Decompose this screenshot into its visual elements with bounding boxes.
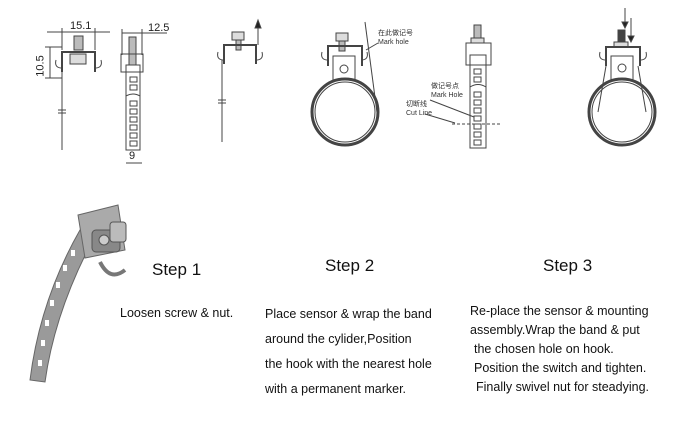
step-3-description: Re-place the sensor & mounting assembly.…	[470, 302, 649, 397]
band-marked-view	[424, 24, 500, 149]
cut-line-label-cn: 切断线	[406, 101, 427, 108]
step-1-description: Loosen screw & nut.	[120, 302, 233, 324]
band-on-cylinder-mark	[310, 21, 380, 147]
step-3-line: Re-place the sensor & mounting	[470, 304, 649, 318]
bracket-side-view	[45, 28, 110, 150]
dim-band-width: 9	[129, 150, 136, 162]
band-holes	[129, 76, 138, 147]
step-1-title: Step 1	[152, 260, 202, 279]
dim-band-top-width: 12.5	[148, 22, 170, 34]
step-2-line: Place sensor & wrap the band	[265, 307, 432, 321]
step-2-title: Step 2	[325, 256, 375, 275]
mark-hole-2-label-cn: 做记号点	[431, 83, 459, 90]
dim-bracket-height: 10.5	[34, 55, 47, 77]
step-3-line: Position the switch and tighten.	[474, 361, 647, 375]
step-3-line: Finally swivel nut for steadying.	[476, 380, 649, 394]
bracket-loosened-view	[217, 18, 263, 142]
mark-hole-2-label-en: Mark Hole	[431, 92, 463, 99]
band-product-photo	[29, 204, 127, 383]
cut-line-label-en: Cut Line	[406, 110, 433, 117]
step-3-line: assembly.Wrap the band & put	[470, 323, 640, 337]
step-2-line: around the cylider,Position	[265, 332, 412, 346]
step-2-description: Place sensor & wrap the band around the …	[265, 302, 432, 402]
step-3-title: Step 3	[543, 256, 593, 275]
mark-hole-label-cn: 在此做记号	[378, 30, 413, 37]
band-tightened-view	[587, 8, 657, 147]
step-1-line: Loosen screw & nut.	[120, 306, 234, 320]
step-2-line: with a permanent marker.	[265, 382, 407, 396]
step-3-line: the chosen hole on hook.	[474, 342, 614, 356]
dim-bracket-width: 15.1	[70, 20, 92, 32]
mark-hole-label-en: Mark hole	[378, 39, 409, 46]
step-2-line: the hook with the nearest hole	[265, 357, 432, 371]
band-holes	[473, 68, 482, 146]
band-front-view	[120, 29, 167, 164]
